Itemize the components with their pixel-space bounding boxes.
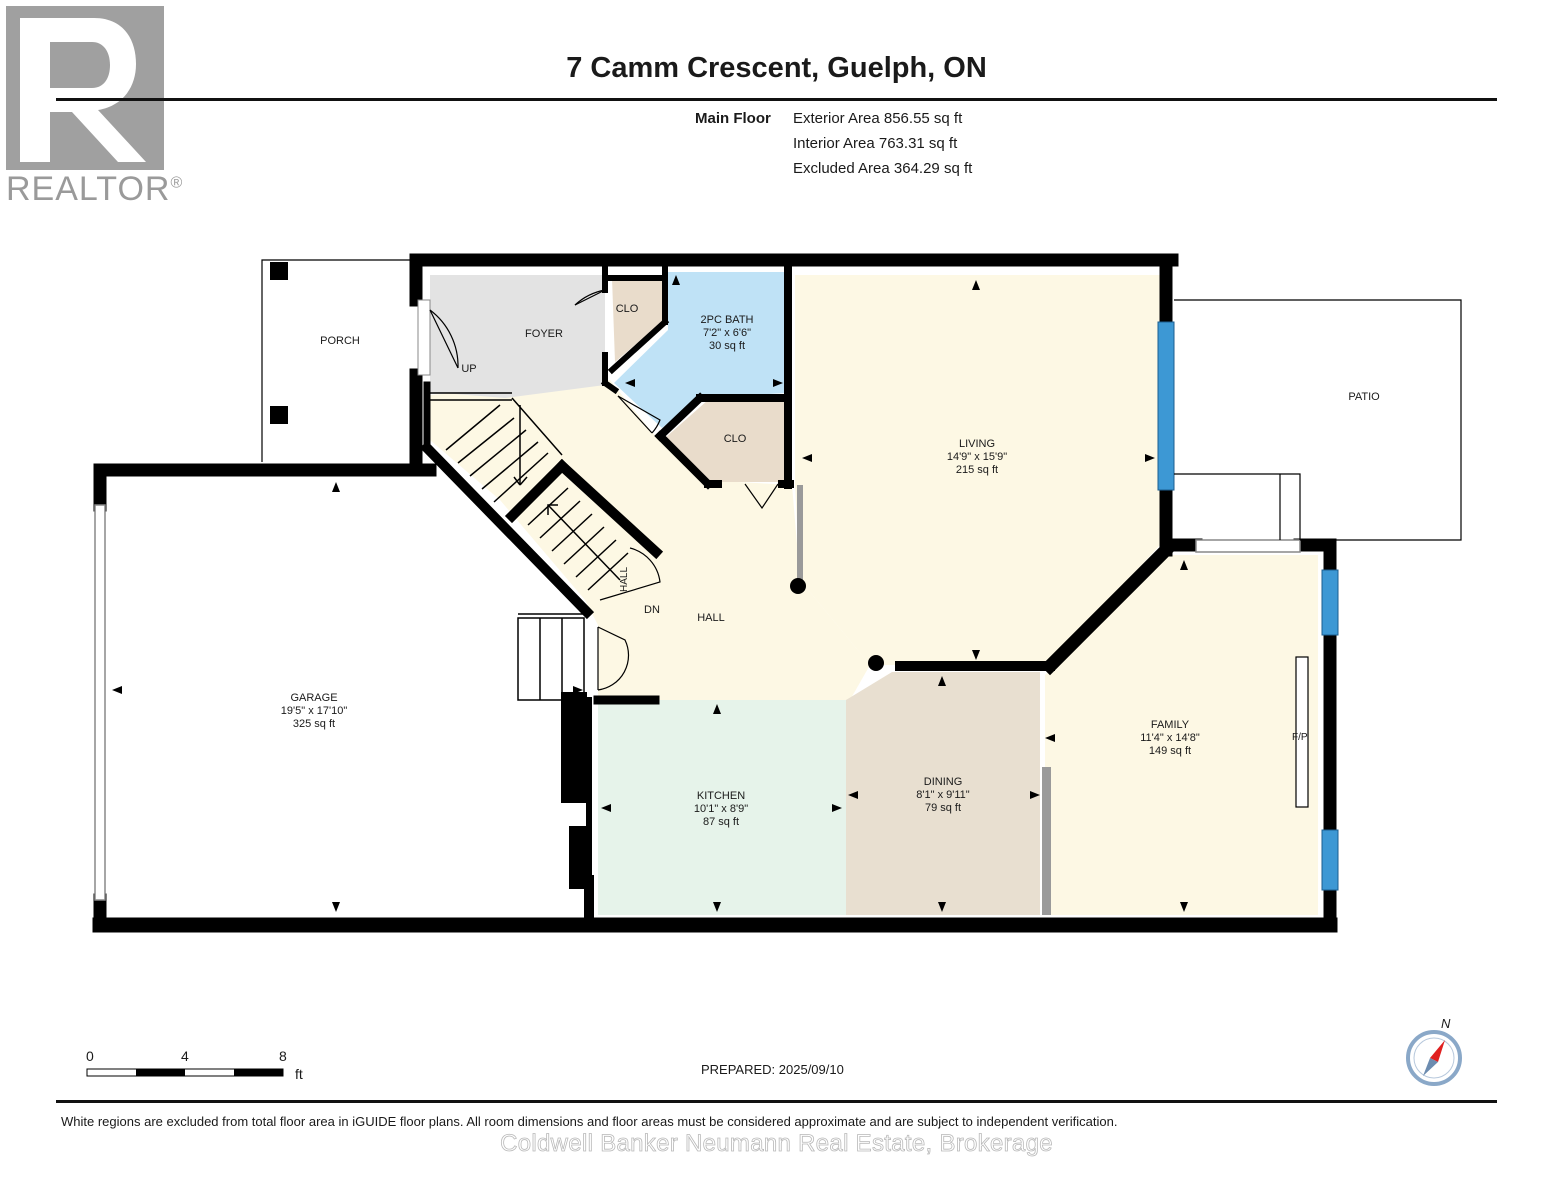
floor-name: Main Floor	[695, 110, 771, 127]
footer-divider	[56, 1100, 1497, 1103]
stairs-up	[430, 392, 563, 503]
scale-max: 8	[279, 1048, 287, 1064]
room-label-foyer: FOYER	[525, 328, 563, 340]
exterior-area: Exterior Area 856.55 sq ft	[793, 110, 963, 127]
scale-mid: 4	[181, 1048, 189, 1064]
porch-post-icon	[270, 262, 288, 280]
room-label-porch: PORCH	[320, 335, 360, 347]
compass-icon	[1406, 1030, 1462, 1086]
prepared-date: PREPARED: 2025/09/10	[701, 1062, 844, 1077]
living-floor	[795, 275, 1160, 665]
clo-mid-floor	[665, 400, 787, 482]
kitchen-floor	[598, 700, 846, 915]
compass-north-label: N	[1441, 1016, 1451, 1031]
stairs-down	[527, 487, 629, 591]
clo-top-floor	[612, 278, 662, 362]
realtor-logo	[6, 6, 166, 177]
stair-down-label: DN	[644, 604, 660, 616]
fireplace-label: F/P	[1292, 732, 1308, 743]
column-icon	[868, 655, 884, 671]
brokerage-watermark: Coldwell Banker Neumann Real Estate, Bro…	[500, 1130, 1053, 1158]
dimension-arrows	[112, 275, 1188, 912]
room-label-patio: PATIO	[1348, 391, 1380, 403]
room-label-closet-top: CLO	[615, 303, 639, 315]
excluded-area: Excluded Area 364.29 sq ft	[793, 160, 973, 177]
windows	[94, 299, 1339, 915]
dining-floor	[846, 672, 1040, 915]
stair-up-label: UP	[461, 363, 477, 375]
door-swings	[429, 289, 779, 691]
page-title: 7 Camm Crescent, Guelph, ON	[566, 52, 987, 84]
header-divider	[56, 98, 1497, 101]
realtor-r-icon	[6, 6, 164, 170]
bath-floor	[614, 272, 787, 428]
scale-bar	[86, 1068, 284, 1077]
column-icon	[790, 578, 806, 594]
foyer-floor	[430, 275, 605, 398]
porch-post-icon	[270, 406, 288, 424]
scale-zero: 0	[86, 1048, 94, 1064]
scale-unit: ft	[295, 1066, 303, 1082]
room-label-hall-small: HALL	[619, 566, 631, 593]
walls	[92, 253, 1338, 933]
room-label-hall: HALL	[697, 612, 725, 624]
interior-area: Interior Area 763.31 sq ft	[793, 135, 958, 152]
room-label-closet-mid: CLO	[723, 433, 747, 445]
family-floor	[1045, 555, 1318, 915]
exterior-outlines	[261, 259, 1462, 808]
disclaimer-text: White regions are excluded from total fl…	[61, 1114, 1118, 1129]
realtor-wordmark: REALTOR®	[6, 170, 184, 208]
